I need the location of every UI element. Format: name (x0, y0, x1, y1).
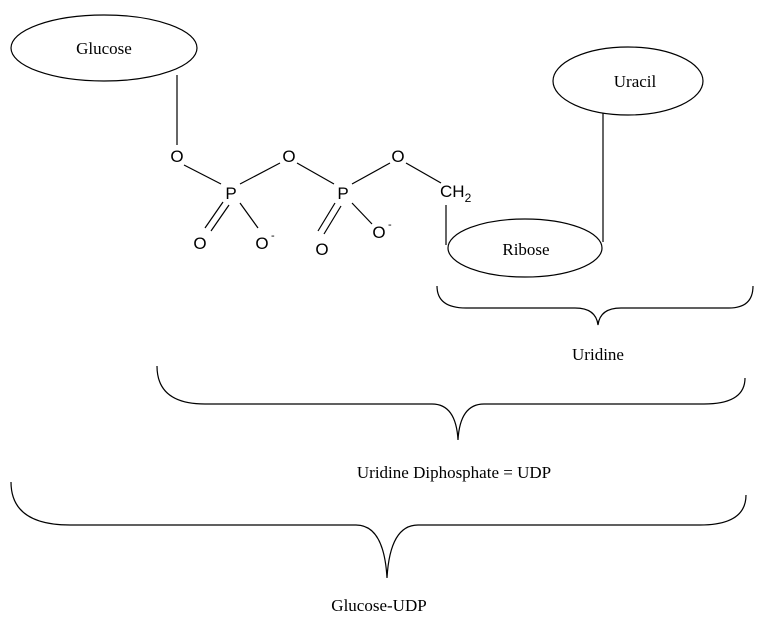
uracil-oval (552, 46, 704, 116)
bond-p1-ominus (239, 202, 259, 229)
bond-o3-ch2 (405, 162, 442, 184)
double-bond-p1-b (210, 204, 230, 232)
atom-o-double-1: O (193, 234, 206, 253)
atom-p2: P (337, 184, 348, 203)
ch-subscript: 2 (465, 191, 472, 205)
uridine-brace (436, 285, 754, 326)
udp-label: Uridine Diphosphate = UDP (357, 463, 551, 482)
double-bond-p2-b (323, 205, 342, 235)
bond-p1-o2 (239, 162, 281, 185)
bond-o2-p2 (296, 162, 335, 185)
double-bond-p1-a (204, 201, 224, 229)
ribose-oval (447, 218, 603, 278)
atom-o-single-1: O (255, 234, 268, 253)
glucose-udp-brace (10, 481, 747, 579)
atom-o2: O (282, 147, 295, 166)
ch-label: CH (440, 182, 465, 201)
atom-p1: P (225, 184, 236, 203)
glucose-udp-label: Glucose-UDP (331, 596, 426, 615)
uracil-label: Uracil (614, 72, 657, 91)
bond-p2-o3 (351, 162, 391, 185)
glucose-label: Glucose (76, 39, 132, 58)
atom-o-single-2: O (372, 223, 385, 242)
bond-p2-ominus (351, 202, 373, 225)
ribose-label: Ribose (502, 240, 549, 259)
glucose-oval (10, 14, 198, 82)
charge-2: - (388, 219, 392, 231)
atom-o1: O (170, 147, 183, 166)
atom-o-double-2: O (315, 240, 328, 259)
udp-brace (156, 365, 746, 441)
bond-o1-p1 (183, 164, 222, 185)
double-bond-p2-a (317, 202, 336, 232)
charge-1: - (271, 230, 275, 242)
atom-o3: O (391, 147, 404, 166)
uridine-label: Uridine (572, 345, 624, 364)
atom-ch2: CH2 (440, 182, 472, 205)
